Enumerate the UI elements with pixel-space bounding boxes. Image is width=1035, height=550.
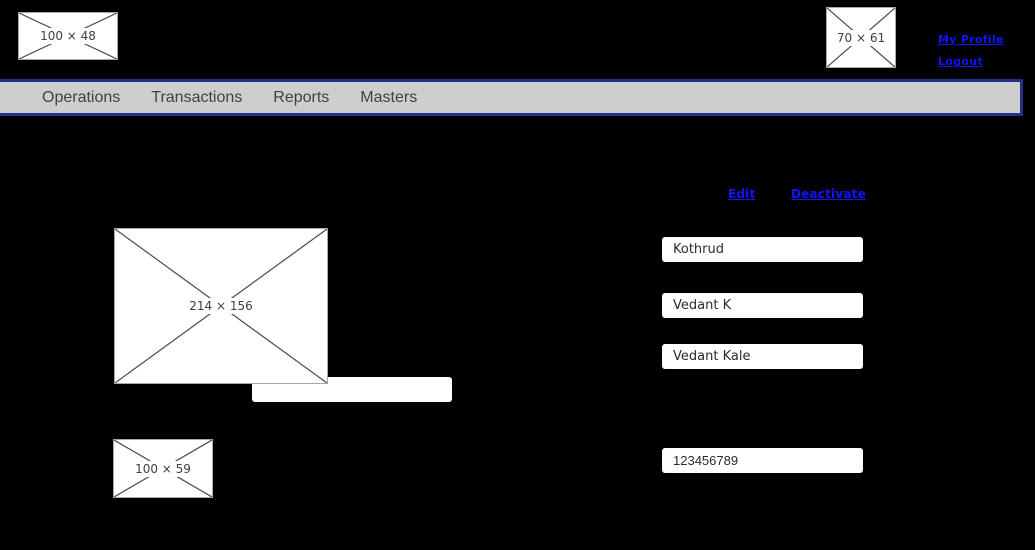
nav-item-operations[interactable]: Operations (42, 88, 121, 106)
deactivate-link[interactable]: Deactivate (791, 187, 866, 201)
logo-image-placeholder: 100 × 48 (18, 12, 118, 60)
placeholder-size-label: 100 × 48 (35, 28, 101, 44)
signature-image-placeholder: 100 × 59 (113, 439, 213, 498)
edit-link[interactable]: Edit (728, 187, 756, 201)
nav-item-reports[interactable]: Reports (273, 88, 330, 106)
main-nav: Operations Transactions Reports Masters (0, 79, 1023, 116)
area-input[interactable] (662, 237, 863, 262)
nav-item-masters[interactable]: Masters (360, 88, 418, 106)
nav-item-transactions[interactable]: Transactions (151, 88, 243, 106)
placeholder-size-label: 70 × 61 (831, 29, 891, 46)
short-name-input[interactable] (662, 293, 863, 318)
placeholder-size-label: 100 × 59 (130, 460, 196, 477)
avatar-image-placeholder: 70 × 61 (826, 7, 896, 68)
phone-input[interactable] (662, 448, 863, 473)
full-name-input[interactable] (662, 344, 863, 369)
my-profile-link[interactable]: My Profile (938, 33, 1004, 46)
photo-image-placeholder: 214 × 156 (114, 228, 328, 384)
logout-link[interactable]: Logout (938, 55, 983, 68)
placeholder-size-label: 214 × 156 (184, 298, 258, 314)
